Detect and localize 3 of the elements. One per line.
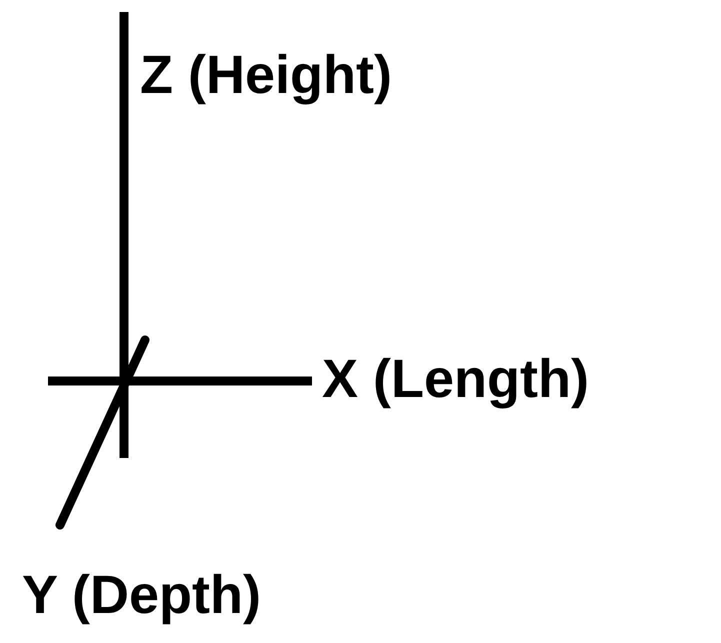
axis-label: X (Length) xyxy=(322,352,589,406)
axis-label: Y (Depth) xyxy=(22,568,261,622)
axis-label: Z (Height) xyxy=(140,48,392,102)
